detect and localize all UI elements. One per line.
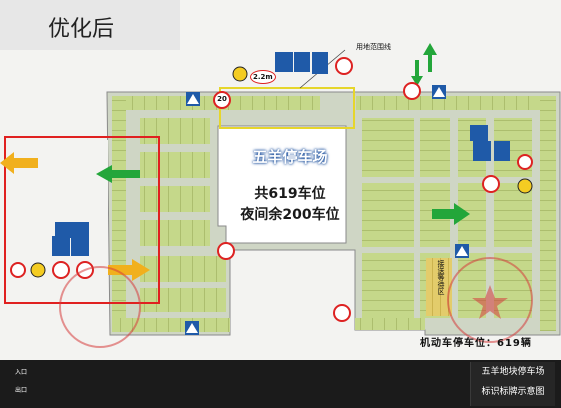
highlight-box: [4, 136, 160, 304]
stamp-left: [59, 266, 141, 348]
capacity-note: 机动车停车位：619辆: [420, 338, 532, 349]
parking-sign-right-1: [470, 125, 488, 141]
height-limit-value: 2.2m: [250, 70, 276, 84]
speed-sign-group: [52, 82, 500, 322]
speed-limit-value: 20: [217, 95, 227, 103]
parking-sign-top-1: [275, 52, 293, 72]
legend-entrance-label: 入口: [15, 369, 28, 376]
parking-row-right: [540, 96, 556, 331]
header-label: 优化后: [0, 0, 180, 50]
top-arrow-up: [423, 43, 437, 72]
entrance-arrow-right: [0, 152, 38, 174]
exit-arrow-left: [96, 165, 140, 183]
legend-title-box: 五羊地块停车场 标识标牌示意图: [470, 362, 555, 406]
legend-title-line2: 标识标牌示意图: [481, 387, 545, 397]
boundary-line-label: 用地范围线: [356, 43, 391, 51]
exit-arrow-right: [432, 203, 470, 225]
legend-bar: [0, 360, 561, 408]
legend-exit-label: 出口: [15, 387, 28, 394]
header-title: 优化后: [48, 17, 115, 42]
parking-sign-left-1: [55, 222, 73, 238]
top-arrow-down: [411, 60, 423, 86]
night-spaces: 夜间余200车位: [240, 207, 340, 223]
entrance-arrow-left: [108, 259, 150, 281]
parking-row-bottom-right: [355, 318, 425, 330]
queue-zone-label: 接送等待区: [437, 260, 445, 295]
lot-name: 五羊停车场: [252, 148, 328, 166]
parking-row-left: [112, 96, 126, 331]
stamp-right: [447, 257, 533, 343]
parking-row-top-right: [356, 96, 556, 110]
legend-title-line1: 五羊地块停车场: [481, 367, 545, 377]
total-spaces: 共619车位: [254, 186, 326, 202]
parking-row-bottom-left: [112, 318, 230, 332]
